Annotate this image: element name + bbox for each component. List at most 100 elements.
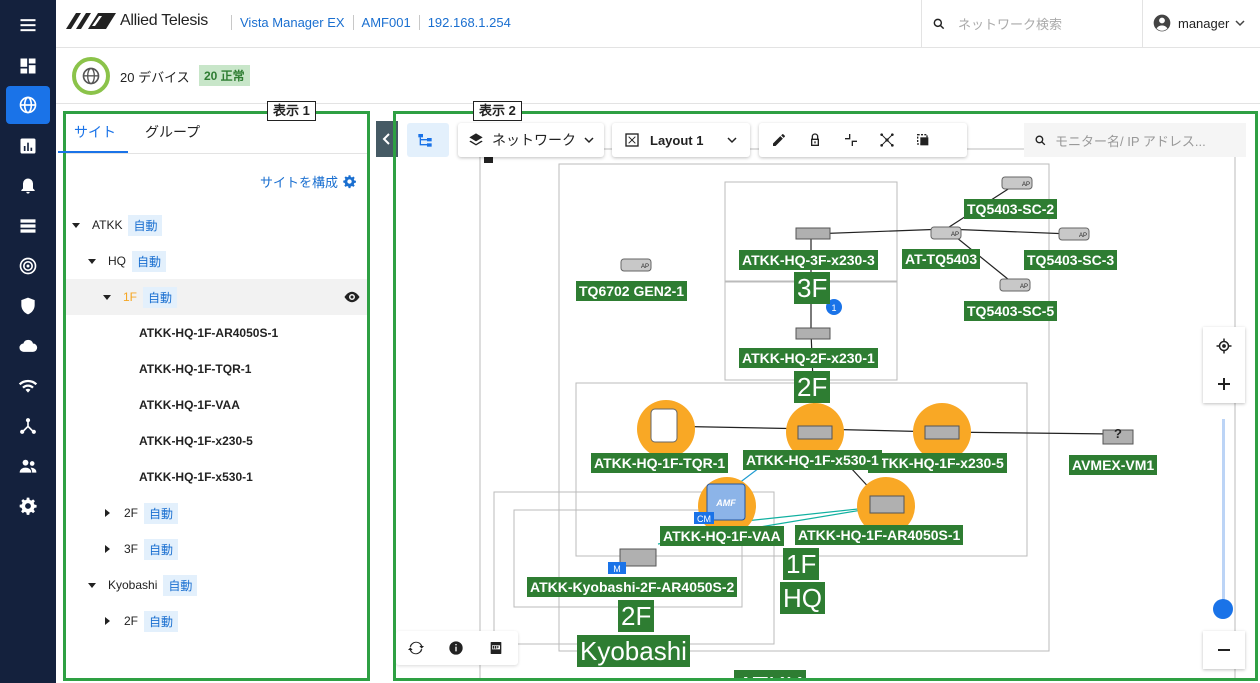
- settings-gear-icon[interactable]: [6, 487, 50, 525]
- ap-icon[interactable]: [999, 278, 1031, 292]
- user-menu[interactable]: manager: [1152, 13, 1245, 33]
- wifi-icon[interactable]: [6, 367, 50, 405]
- network-search-input[interactable]: ネットワーク検索: [921, 0, 1143, 47]
- device-label[interactable]: TQ5403-SC-5: [964, 301, 1058, 321]
- tree-leaf[interactable]: ATKK-HQ-1F-x530-1: [66, 459, 367, 495]
- caret-right-icon[interactable]: [105, 509, 110, 517]
- device-label[interactable]: ATKK-HQ-1F-x230-5: [868, 453, 1007, 473]
- select-area-icon[interactable]: [905, 123, 941, 157]
- tree-node-kyobashi-2f[interactable]: 2F 自動: [66, 603, 367, 639]
- device-label[interactable]: ATKK-HQ-1F-VAA: [660, 526, 784, 546]
- area-label-kyobashi: Kyobashi: [577, 635, 690, 667]
- edit-pencil-icon[interactable]: [761, 123, 797, 157]
- device-label[interactable]: TQ6702 GEN2-1: [576, 281, 688, 301]
- collapse-arrows-icon[interactable]: [833, 123, 869, 157]
- dashboard-icon[interactable]: [6, 47, 50, 85]
- status-badge: 20 正常: [199, 65, 250, 86]
- tree-node-atkk[interactable]: ATKK 自動: [66, 207, 367, 243]
- device-label[interactable]: ATKK-HQ-1F-x530-1: [743, 450, 882, 470]
- device-label[interactable]: ATKK-HQ-2F-x230-1: [739, 348, 878, 368]
- caret-down-icon[interactable]: [88, 582, 96, 588]
- tree-node-2f[interactable]: 2F 自動: [66, 495, 367, 531]
- tree-label: ATKK-HQ-1F-VAA: [139, 398, 240, 412]
- zoom-slider-thumb[interactable]: [1213, 599, 1233, 619]
- device-label[interactable]: TQ5403-SC-2: [964, 199, 1058, 219]
- zoom-slider-track[interactable]: [1222, 419, 1225, 609]
- list-icon[interactable]: [6, 207, 50, 245]
- tree-leaf[interactable]: ATKK-HQ-1F-VAA: [66, 387, 367, 423]
- breadcrumb-amf[interactable]: AMF001: [352, 15, 419, 30]
- caret-down-icon[interactable]: [72, 222, 80, 228]
- m-badge-label: M: [613, 564, 621, 574]
- pdf-export-icon[interactable]: [476, 631, 516, 665]
- caret-down-icon[interactable]: [88, 258, 96, 264]
- eye-icon[interactable]: [343, 288, 361, 306]
- caret-right-icon[interactable]: [105, 545, 110, 553]
- configure-site-button[interactable]: サイトを構成: [260, 172, 357, 191]
- switch-icon[interactable]: [797, 425, 833, 440]
- recenter-icon[interactable]: [1215, 327, 1233, 365]
- router-icon[interactable]: [619, 548, 657, 567]
- device-label[interactable]: ATKK-HQ-3F-x230-3: [739, 250, 878, 270]
- view-tag-1: 表示 1: [267, 101, 316, 121]
- lock-icon[interactable]: [797, 123, 833, 157]
- ap-icon[interactable]: [1058, 227, 1090, 241]
- device-label[interactable]: ATKK-Kyobashi-2F-AR4050S-2: [527, 577, 738, 597]
- hierarchy-icon[interactable]: [407, 123, 443, 157]
- device-label[interactable]: TQ5403-SC-3: [1024, 250, 1118, 270]
- layout-dropdown[interactable]: Layout 1: [612, 123, 750, 157]
- tab-site[interactable]: サイト: [74, 124, 116, 140]
- tree-leaf[interactable]: ATKK-HQ-1F-AR4050S-1: [66, 315, 367, 351]
- network-map-icon[interactable]: [6, 86, 50, 124]
- device-label[interactable]: AT-TQ5403: [902, 249, 981, 269]
- security-shield-icon[interactable]: [6, 287, 50, 325]
- radar-icon[interactable]: [6, 247, 50, 285]
- caret-down-icon[interactable]: [103, 294, 111, 300]
- device-label[interactable]: ATKK-HQ-1F-AR4050S-1: [795, 525, 964, 545]
- device-label[interactable]: ATKK-HQ-1F-TQR-1: [591, 453, 729, 473]
- tab-group[interactable]: グループ: [145, 124, 201, 140]
- router-icon[interactable]: [869, 495, 905, 514]
- tree-node-3f[interactable]: 3F 自動: [66, 531, 367, 567]
- ap-icon[interactable]: [620, 258, 652, 272]
- amf-appliance-icon[interactable]: [706, 483, 746, 521]
- corner-marker: [484, 154, 493, 163]
- cloud-icon[interactable]: [6, 327, 50, 365]
- tree-node-hq[interactable]: HQ 自動: [66, 243, 367, 279]
- refresh-icon[interactable]: [396, 631, 436, 665]
- switch-icon[interactable]: [795, 227, 831, 240]
- ap-icon[interactable]: [930, 226, 962, 240]
- breadcrumb-app[interactable]: Vista Manager EX: [231, 15, 353, 30]
- zoom-out-icon[interactable]: [1203, 631, 1245, 669]
- switch-icon[interactable]: [795, 327, 831, 340]
- alarm-icon[interactable]: [6, 167, 50, 205]
- auto-badge: 自動: [144, 610, 179, 632]
- collapse-panel-button[interactable]: [376, 121, 398, 157]
- tree-leaf[interactable]: ATKK-HQ-1F-x230-5: [66, 423, 367, 459]
- menu-icon[interactable]: [6, 6, 50, 44]
- layers-icon: [469, 133, 483, 146]
- auto-badge: 自動: [144, 538, 179, 560]
- map-search-input[interactable]: モニター名/ IP アドレス...: [1024, 123, 1246, 157]
- users-icon[interactable]: [6, 447, 50, 485]
- tqr-device-icon[interactable]: [650, 408, 678, 443]
- device-label[interactable]: AVMEX-VM1: [1069, 455, 1158, 475]
- reports-icon[interactable]: [6, 127, 50, 165]
- topology-icon[interactable]: [6, 407, 50, 445]
- zoom-in-icon[interactable]: [1217, 365, 1231, 403]
- breadcrumb-ip[interactable]: 192.168.1.254: [418, 15, 519, 30]
- tree-node-kyobashi[interactable]: Kyobashi 自動: [66, 567, 367, 603]
- tree-label: ATKK-HQ-1F-TQR-1: [139, 362, 252, 376]
- unknown-device-icon[interactable]: [1102, 429, 1134, 445]
- logo-text: Allied Telesis: [120, 12, 208, 29]
- map-panel: AMF ? AP AP AP AP AP 1 CM M TQ5403-SC-2 …: [393, 111, 1258, 681]
- network-dropdown[interactable]: ネットワーク: [458, 123, 604, 157]
- caret-right-icon[interactable]: [105, 617, 110, 625]
- tree-leaf[interactable]: ATKK-HQ-1F-TQR-1: [66, 351, 367, 387]
- tree-view-button[interactable]: [407, 123, 449, 157]
- info-icon[interactable]: [436, 631, 476, 665]
- expand-nodes-icon[interactable]: [869, 123, 905, 157]
- switch-icon[interactable]: [924, 425, 960, 440]
- ap-icon[interactable]: [1001, 176, 1033, 190]
- tree-node-1f[interactable]: 1F 自動: [66, 279, 367, 315]
